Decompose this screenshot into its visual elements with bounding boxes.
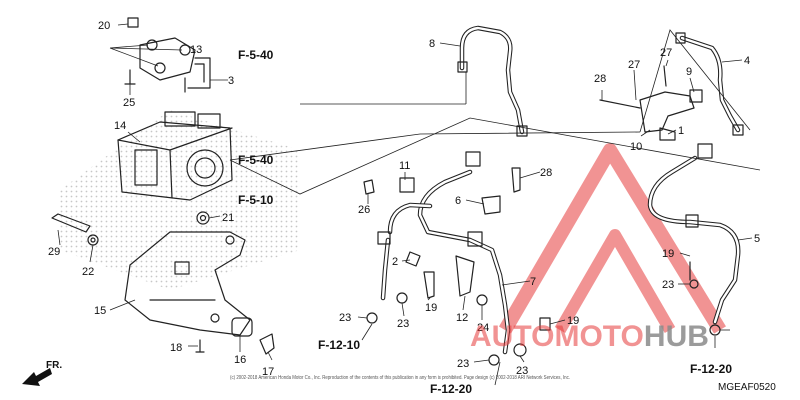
callout-27-left: 27 bbox=[628, 59, 640, 71]
callout-23-bottom-right: 23 bbox=[516, 365, 528, 377]
callout-12: 12 bbox=[456, 312, 468, 324]
brake-hose-5 bbox=[647, 143, 741, 325]
mounting-bracket bbox=[124, 231, 251, 336]
callout-11: 11 bbox=[399, 160, 410, 172]
ref-f-5-10: F-5-10 bbox=[238, 193, 274, 207]
copyright-notice: (c) 2002-2018 American Honda Motor Co., … bbox=[230, 375, 570, 381]
joint-assembly bbox=[124, 17, 211, 93]
callout-1: 1 bbox=[678, 125, 684, 137]
diagram-code: MGEAF0520 bbox=[718, 382, 776, 393]
callout-20: 20 bbox=[98, 20, 110, 32]
callout-21: 21 bbox=[222, 212, 234, 224]
callout-13: 13 bbox=[190, 44, 202, 56]
watermark-text: AUTOMOTOHUB bbox=[470, 320, 709, 353]
watermark-logo bbox=[60, 110, 726, 334]
callout-26: 26 bbox=[358, 204, 370, 216]
callout-19-right: 19 bbox=[662, 248, 674, 260]
callout-19-middle: 19 bbox=[425, 302, 437, 314]
callout-3: 3 bbox=[228, 75, 234, 87]
callout-23-right: 23 bbox=[662, 279, 674, 291]
callout-29: 29 bbox=[48, 246, 60, 258]
reference-labels: F-5-40 F-5-40 F-5-10 F-12-10 F-12-20 F-1… bbox=[238, 48, 732, 396]
callout-24: 24 bbox=[477, 322, 489, 334]
callout-15: 15 bbox=[94, 305, 106, 317]
callout-16: 16 bbox=[234, 354, 246, 366]
callout-27-right: 27 bbox=[660, 47, 672, 59]
leader-lines bbox=[57, 23, 761, 386]
front-direction-indicator: FR. bbox=[22, 360, 62, 386]
callout-14: 14 bbox=[114, 120, 126, 132]
brake-hose-7 bbox=[377, 151, 511, 355]
callout-23-left: 23 bbox=[339, 312, 351, 324]
brake-hose-8 bbox=[457, 25, 528, 137]
callout-5: 5 bbox=[754, 233, 760, 245]
callout-6: 6 bbox=[455, 195, 461, 207]
callout-9: 9 bbox=[686, 66, 692, 78]
ref-f-12-20-bottom: F-12-20 bbox=[430, 382, 472, 396]
callout-25: 25 bbox=[123, 97, 135, 109]
callout-4: 4 bbox=[744, 55, 750, 67]
callout-22: 22 bbox=[82, 266, 94, 278]
callout-28-right: 28 bbox=[594, 73, 606, 85]
abs-modulator bbox=[117, 111, 233, 201]
callout-2: 2 bbox=[392, 256, 398, 268]
brake-hose-4 bbox=[675, 32, 744, 136]
callout-8: 8 bbox=[429, 38, 435, 50]
small-parts-lower-left bbox=[51, 211, 275, 355]
callout-28-middle: 28 bbox=[540, 167, 552, 179]
watermark-part-2: HUB bbox=[644, 320, 709, 353]
callout-18: 18 bbox=[170, 342, 182, 354]
ref-f-5-40-middle: F-5-40 bbox=[238, 153, 274, 167]
watermark-part-1: AUTOMOTO bbox=[470, 320, 644, 353]
callout-17: 17 bbox=[262, 366, 274, 378]
callout-23-middle: 23 bbox=[397, 318, 409, 330]
ref-f-5-40-top: F-5-40 bbox=[238, 48, 274, 62]
callout-19-lower: 19 bbox=[567, 315, 579, 327]
front-label: FR. bbox=[46, 360, 62, 371]
callout-23-bottom-left: 23 bbox=[457, 358, 469, 370]
ref-f-12-10: F-12-10 bbox=[318, 338, 360, 352]
callout-10: 10 bbox=[630, 141, 642, 153]
front-arrow-icon bbox=[22, 368, 52, 386]
callout-labels: 20 13 3 25 14 21 29 22 15 18 16 17 8 11 … bbox=[48, 20, 760, 378]
ref-f-12-20-right: F-12-20 bbox=[690, 362, 732, 376]
callout-7: 7 bbox=[530, 276, 536, 288]
